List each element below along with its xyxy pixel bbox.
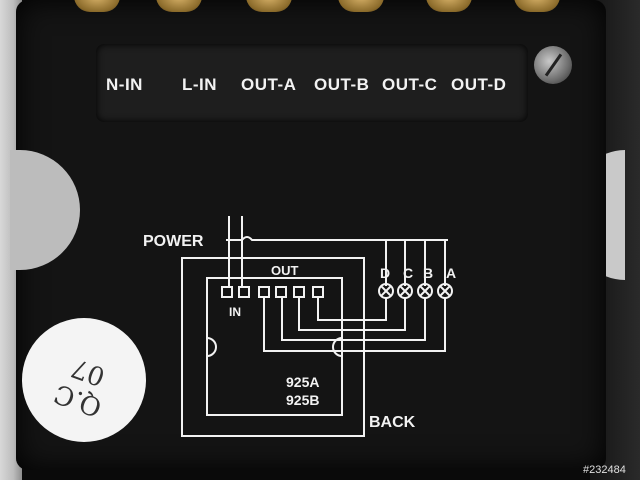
terminal-screw [156,0,202,12]
lamp-d-icon [378,283,394,299]
lamp-label-d: D [380,265,390,281]
qc-sticker: Q.C 07 [22,318,146,442]
terminal-label-out-a: OUT-A [241,75,297,94]
terminal-label-out-c: OUT-C [382,75,438,94]
terminal-label-out-b: OUT-B [314,75,370,94]
lamp-label-b: B [423,265,433,281]
terminal-screw [338,0,384,12]
outer-housing-outline [181,257,365,437]
terminal-in-2 [238,286,250,298]
qc-sticker-text: Q.C 07 [50,351,110,423]
model-label-b: 925B [286,392,319,408]
terminal-label-l-in: L-IN [182,75,218,94]
lamp-label-c: C [403,265,413,281]
terminal-row [30,0,590,20]
inner-module-outline [206,277,343,416]
mounting-screw-icon [534,46,572,84]
notch-right [332,337,343,357]
terminal-label-strip: N-IN L-IN OUT-A OUT-B OUT-C OUT-D [96,44,528,122]
lamp-c-icon [397,283,413,299]
terminal-screw [246,0,292,12]
power-label: POWER [143,233,204,250]
terminal-out-3 [293,286,305,298]
terminal-out-4 [312,286,324,298]
terminal-label-out-d: OUT-D [451,75,507,94]
in-label: IN [229,305,241,319]
terminal-out-2 [275,286,287,298]
back-label: BACK [369,414,416,431]
model-label-a: 925A [286,374,319,390]
notch-left [206,337,217,357]
out-label: OUT [271,263,299,278]
terminal-screw [426,0,472,12]
power-bus [226,236,448,241]
terminal-screw [74,0,120,12]
terminal-out-1 [258,286,270,298]
terminal-in-1 [221,286,233,298]
watermark: #232484 [583,464,626,476]
terminal-label-n-in: N-IN [106,75,143,94]
lamp-label-a: A [446,265,456,281]
lamp-a-icon [437,283,453,299]
lamp-b-icon [417,283,433,299]
terminal-screw [514,0,560,12]
